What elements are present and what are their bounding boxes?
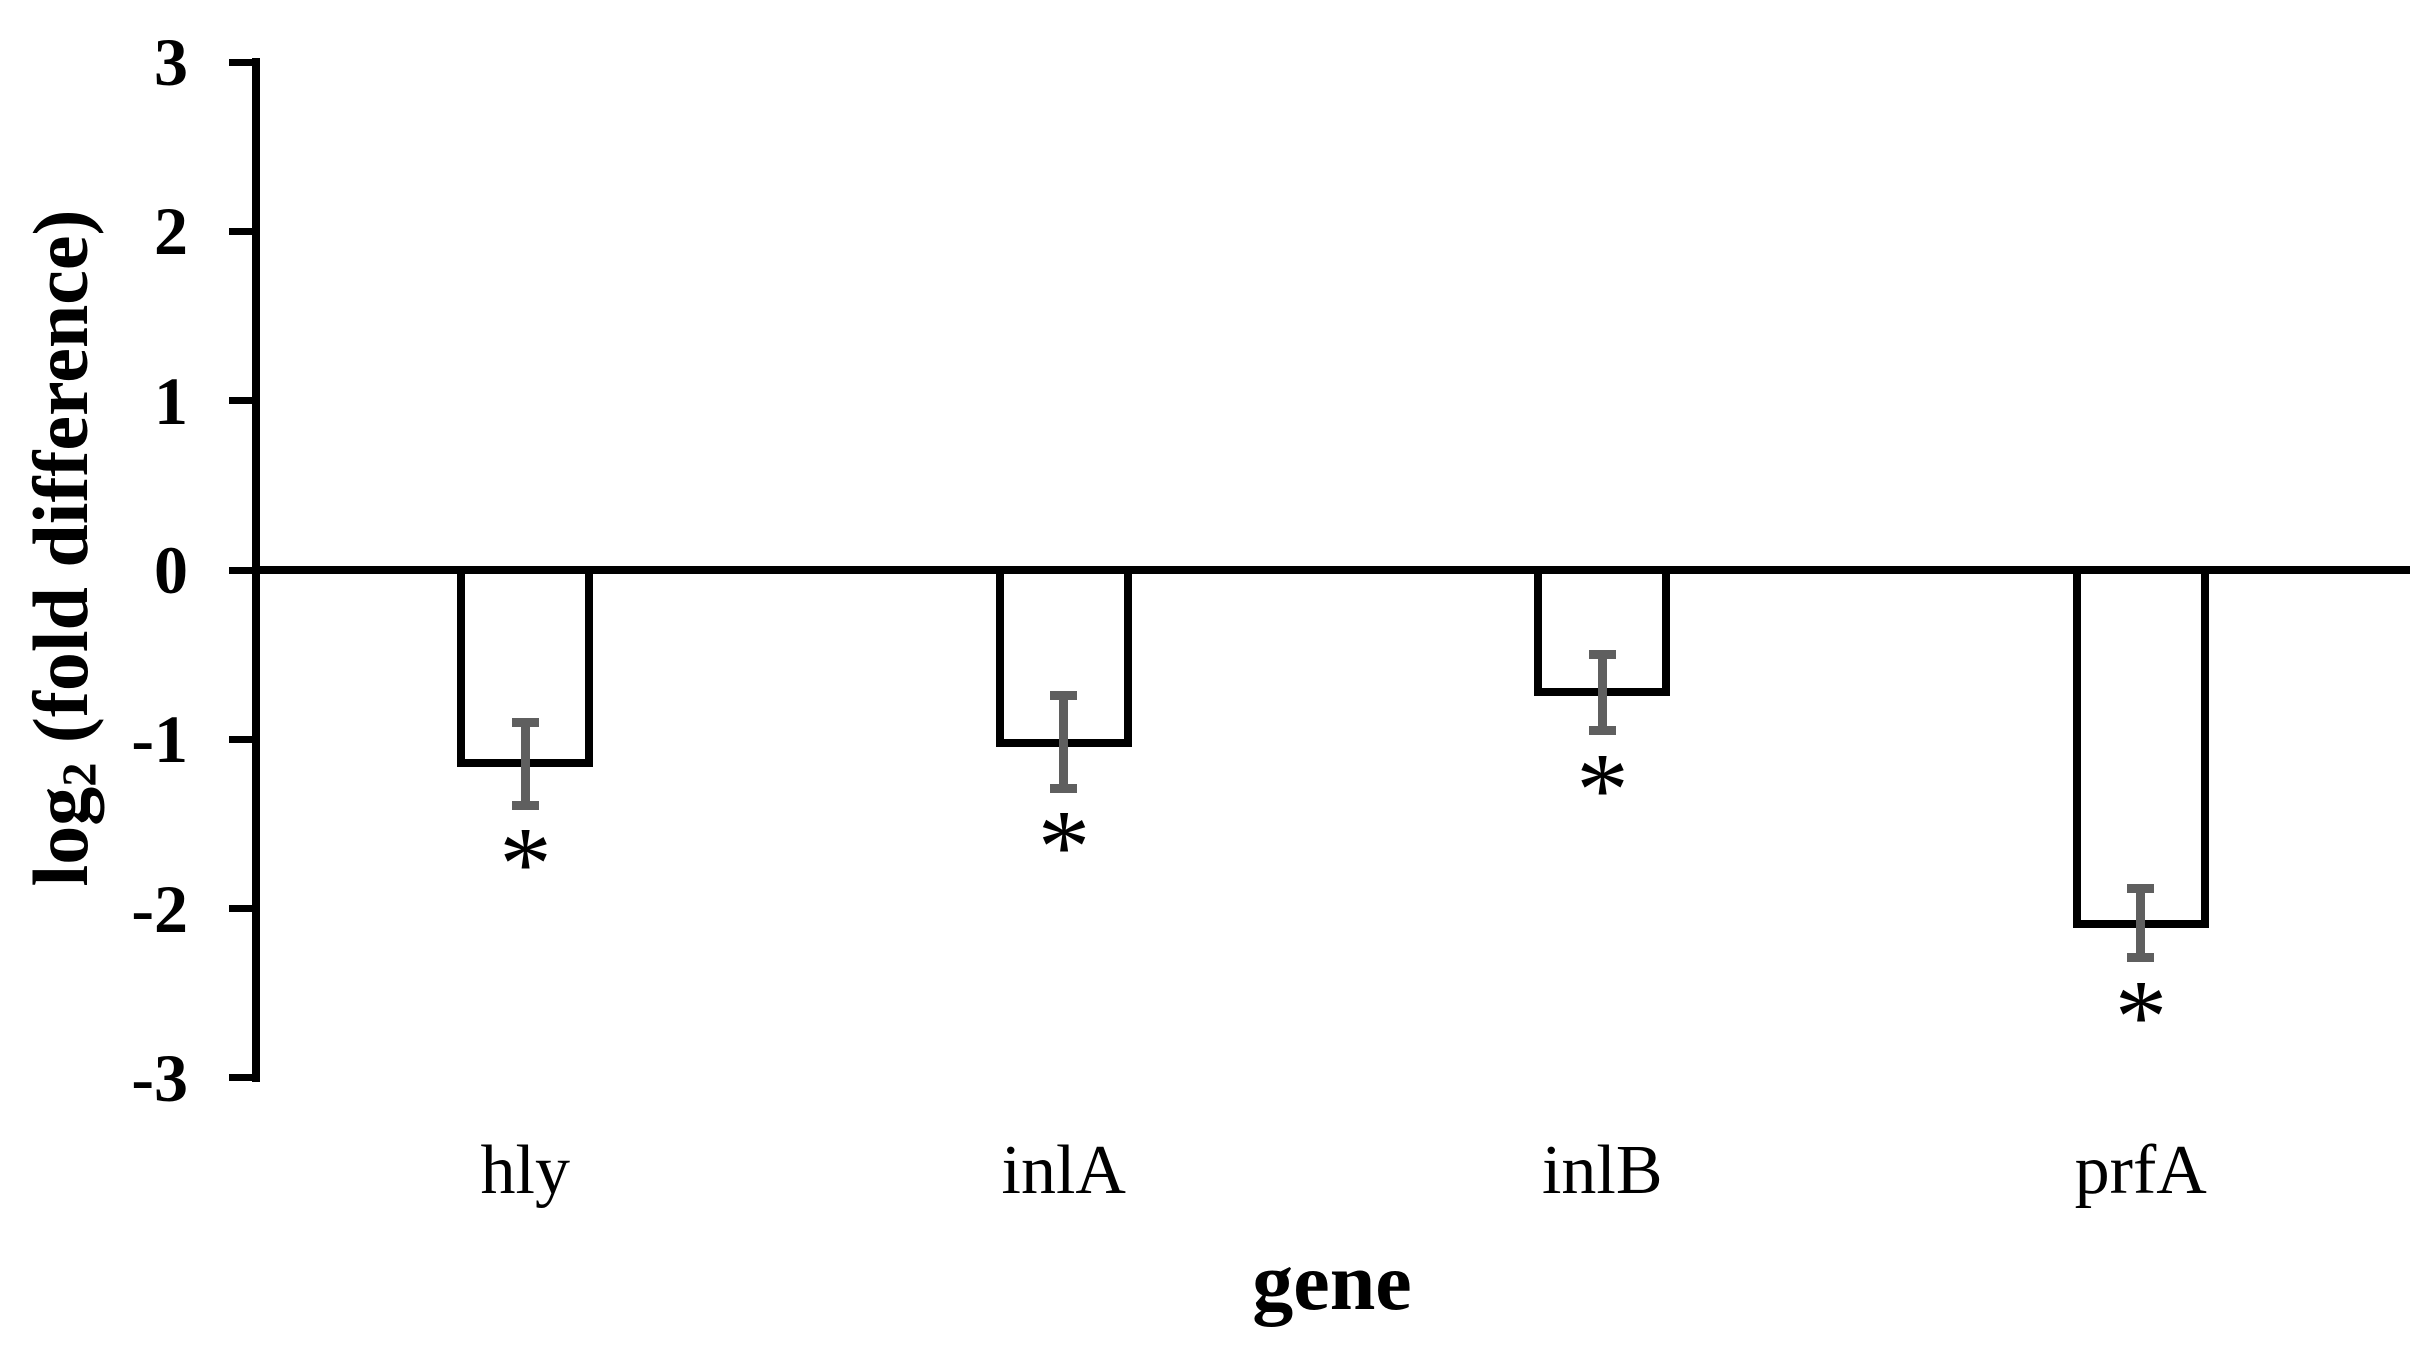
y-tick-label: -2 bbox=[131, 870, 188, 947]
y-tick-label: 2 bbox=[154, 193, 188, 270]
significance-asterisk: * bbox=[1037, 788, 1091, 906]
y-axis-tick bbox=[229, 735, 252, 743]
bar-prfA bbox=[2072, 566, 2209, 928]
error-bar-stem bbox=[1059, 695, 1069, 789]
y-tick-label: 1 bbox=[154, 362, 188, 439]
significance-asterisk: * bbox=[2114, 957, 2168, 1075]
category-label-inlB: inlB bbox=[1541, 1132, 1663, 1209]
error-bar-cap-bottom bbox=[1050, 783, 1078, 793]
bar-inlA bbox=[995, 566, 1132, 747]
error-bar-cap-top bbox=[2127, 883, 2155, 893]
error-bar-cap-top bbox=[1588, 650, 1616, 660]
y-axis-tick bbox=[229, 1074, 252, 1082]
category-label-hly: hly bbox=[480, 1132, 570, 1209]
x-axis-zero-line bbox=[252, 566, 2410, 574]
y-tick-label: 0 bbox=[154, 532, 188, 608]
error-bar-cap-top bbox=[511, 717, 539, 727]
y-tick-label: -1 bbox=[131, 701, 188, 778]
y-axis-tick bbox=[229, 58, 252, 66]
x-axis-title: gene bbox=[1252, 1236, 1412, 1327]
error-bar-cap-bottom bbox=[2127, 953, 2155, 963]
y-tick-label: 3 bbox=[154, 24, 188, 100]
error-bar-stem bbox=[2136, 888, 2146, 958]
significance-asterisk: * bbox=[499, 805, 552, 923]
y-axis-tick bbox=[229, 397, 252, 405]
category-label-inlA: inlA bbox=[1001, 1132, 1126, 1209]
category-label-prfA: prfA bbox=[2074, 1132, 2207, 1209]
error-bar-cap-top bbox=[1050, 690, 1078, 700]
y-axis-tick bbox=[229, 905, 252, 913]
y-tick-label: -3 bbox=[131, 1039, 188, 1116]
significance-asterisk: * bbox=[1576, 730, 1629, 848]
error-bar-cap-bottom bbox=[1588, 726, 1616, 736]
error-bar-cap-bottom bbox=[511, 800, 539, 810]
y-axis-tick bbox=[229, 227, 252, 235]
error-bar-stem bbox=[1597, 654, 1607, 731]
error-bar-stem bbox=[520, 722, 530, 806]
y-axis-tick bbox=[229, 566, 252, 574]
